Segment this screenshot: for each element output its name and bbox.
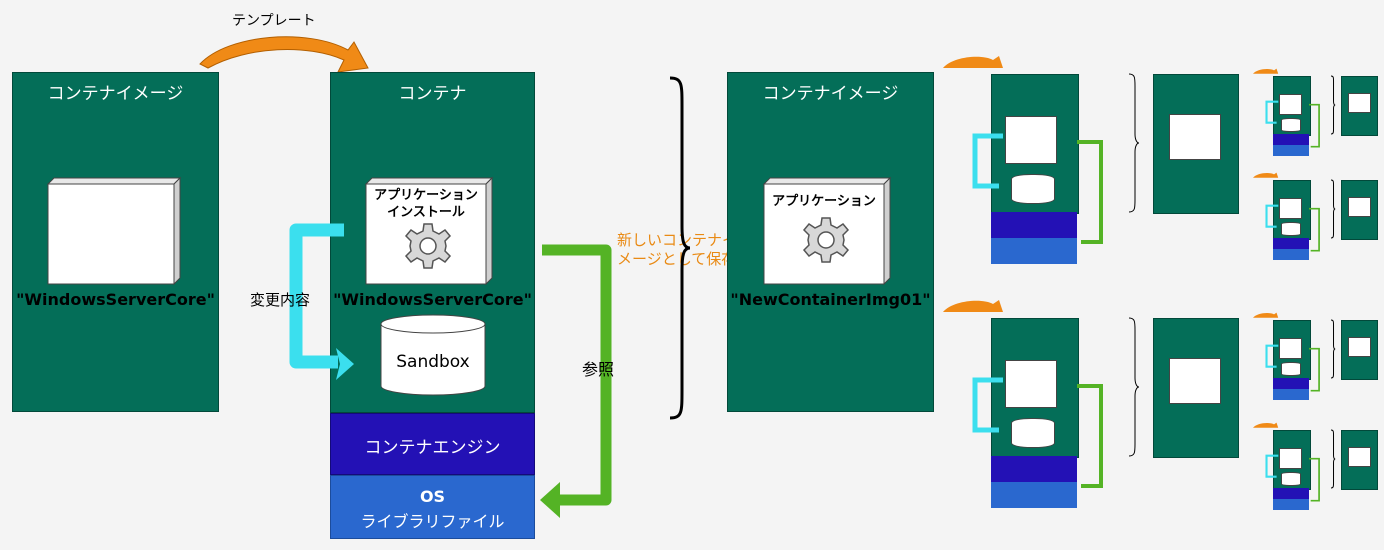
- reference-arrow-icon: [1309, 207, 1321, 252]
- reference-label: 参照: [582, 360, 615, 379]
- changes-arrow-icon: [972, 133, 1003, 189]
- template-curved-arrow-icon: [1252, 68, 1279, 74]
- container-engine-label: コンテナエンジン: [364, 438, 501, 458]
- mini-new-app-cube: [1169, 114, 1221, 160]
- mini-app-cube: [1278, 337, 1302, 359]
- changes-arrow-icon: [289, 223, 354, 380]
- os-band: OS ライブラリファイル: [330, 475, 535, 539]
- sandbox-label: Sandbox: [396, 352, 470, 372]
- reference-arrow-icon: [1309, 103, 1321, 148]
- app-install-label-1: アプリケーション: [374, 188, 478, 203]
- mini-sandbox: [1011, 418, 1055, 448]
- container-image-name: "WindowsServerCore": [333, 290, 532, 309]
- mini-app-cube: [1005, 116, 1057, 164]
- base-image-cube: [46, 176, 182, 286]
- changes-label: 変更内容: [250, 291, 311, 309]
- save-as-label-1: 新しいコンテナイ: [617, 231, 738, 249]
- changes-arrow-icon: [1265, 454, 1279, 479]
- mini-new-app-cube: [1347, 446, 1371, 468]
- changes-arrow-icon: [972, 377, 1003, 433]
- base-image-name: "WindowsServerCore": [16, 290, 215, 309]
- mini-app-cube: [1278, 93, 1302, 115]
- mini-new-app-cube: [1347, 336, 1371, 358]
- brace-icon: [1128, 317, 1140, 457]
- changes-arrow-icon: [1265, 100, 1279, 125]
- new-container-image-title: コンテナイメージ: [762, 84, 899, 104]
- brace-icon: [1128, 73, 1140, 213]
- new-app-cube: [762, 176, 892, 286]
- mini-sandbox: [1281, 118, 1302, 132]
- template-curved-arrow-icon: [1252, 172, 1279, 178]
- mini-engine-band: [1273, 377, 1310, 389]
- template-curved-arrow-icon: [943, 300, 1003, 312]
- brace-icon: [1330, 319, 1336, 379]
- app-install-label-2: インストール: [387, 205, 465, 220]
- changes-arrow-icon: [1265, 204, 1279, 229]
- template-curved-arrow-icon: [1252, 312, 1279, 318]
- gear-icon: [802, 217, 850, 263]
- mini-os-band: [1273, 248, 1310, 260]
- mini-engine-band: [991, 212, 1077, 238]
- container-image-title: コンテナイメージ: [47, 84, 184, 104]
- reference-arrow-icon: [1309, 347, 1321, 392]
- mini-sandbox: [1281, 362, 1302, 376]
- new-image-name: "NewContainerImg01": [730, 290, 931, 309]
- mini-engine-band: [1273, 487, 1310, 499]
- mini-os-band: [991, 482, 1077, 508]
- new-app-label: アプリケーション: [772, 194, 876, 209]
- container-engine-band: コンテナエンジン: [330, 413, 535, 475]
- reference-arrow-icon: [540, 244, 612, 518]
- changes-arrow-icon: [1265, 344, 1279, 369]
- template-curved-arrow-icon: [199, 36, 369, 73]
- mini-os-band: [1273, 388, 1310, 400]
- os-library-label: ライブラリファイル: [360, 512, 505, 531]
- brace-icon: [669, 76, 691, 420]
- mini-sandbox: [1281, 472, 1302, 486]
- template-label: テンプレート: [232, 13, 316, 29]
- brace-icon: [1330, 429, 1336, 489]
- reference-arrow-icon: [1077, 140, 1103, 244]
- mini-new-app-cube: [1169, 358, 1221, 404]
- save-as-label-2: メージとして保存: [617, 250, 737, 268]
- container-title: コンテナ: [398, 84, 467, 104]
- mini-sandbox: [1281, 222, 1302, 236]
- template-curved-arrow-icon: [1252, 422, 1279, 428]
- sandbox-cylinder: [380, 314, 486, 396]
- mini-app-cube: [1278, 197, 1302, 219]
- mini-engine-band: [991, 456, 1077, 482]
- mini-os-band: [1273, 144, 1310, 156]
- mini-engine-band: [1273, 237, 1310, 249]
- os-label: OS: [419, 487, 446, 506]
- mini-os-band: [1273, 498, 1310, 510]
- mini-new-app-cube: [1347, 92, 1371, 114]
- mini-sandbox: [1011, 174, 1055, 204]
- brace-icon: [1330, 179, 1336, 239]
- brace-icon: [1330, 75, 1336, 135]
- template-curved-arrow-icon: [943, 56, 1003, 68]
- mini-app-cube: [1278, 447, 1302, 469]
- mini-os-band: [991, 238, 1077, 264]
- reference-arrow-icon: [1309, 457, 1321, 502]
- mini-app-cube: [1005, 360, 1057, 408]
- gear-icon: [404, 223, 452, 269]
- container-image-panel: コンテナイメージ: [12, 72, 219, 412]
- reference-arrow-icon: [1077, 384, 1103, 488]
- mini-new-app-cube: [1347, 196, 1371, 218]
- mini-engine-band: [1273, 133, 1310, 145]
